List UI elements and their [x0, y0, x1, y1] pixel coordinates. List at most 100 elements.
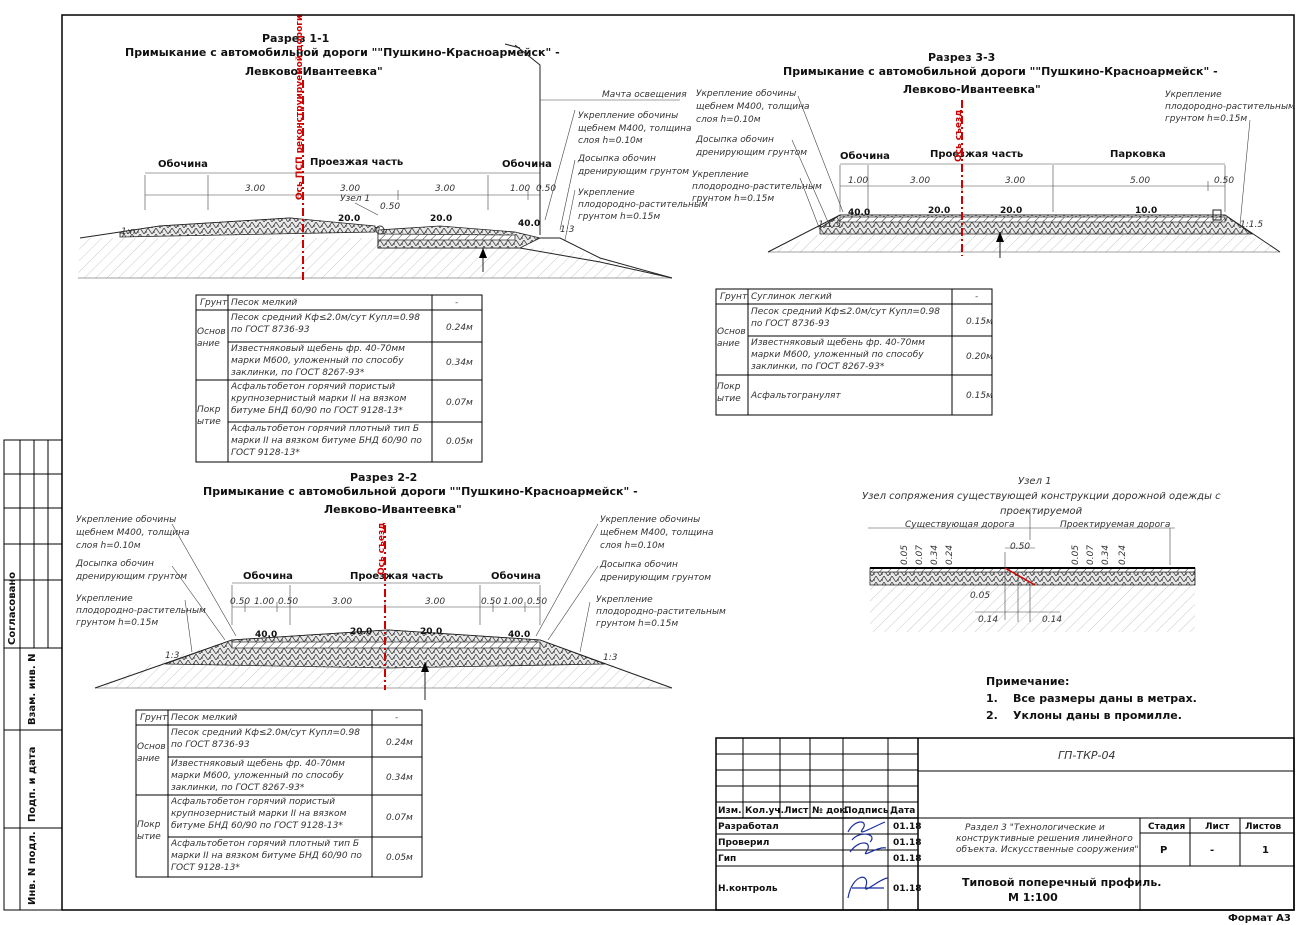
t1-value-2: 0.34м [446, 358, 473, 368]
node1-v2: 0.07 [915, 545, 925, 565]
section11-subtitle-1: Примыкание с автомобильной дороги ""Пушк… [125, 46, 560, 59]
s11-callout-3: Укрепление [578, 188, 635, 198]
s22-axis-label: Ось съезд [377, 522, 387, 575]
notes-n2: Уклоны даны в промилле. [1013, 709, 1182, 722]
s33-c1: Укрепление обочины [696, 89, 796, 99]
node1-dim-014a: 0.14 [978, 615, 998, 625]
s22-left-c2: Досыпка обочин [75, 559, 154, 569]
stamp-h-sign: Подпись [844, 806, 889, 816]
s11-callout-2: Досыпка обочин [577, 154, 656, 164]
s22-right-c1c: слоя h=0.10м [600, 541, 665, 551]
stamp-section-2: конструктивные решения линейного [956, 834, 1133, 844]
s22-slope-13a: 1:3 [165, 651, 180, 661]
s33-shoulder: Обочина [840, 150, 890, 162]
section22-title: Разрез 2-2 [350, 471, 417, 484]
signature-3-icon [847, 876, 889, 899]
s33-slope-10: 10.0 [1135, 206, 1157, 216]
section33-title: Разрез 3-3 [928, 51, 995, 64]
light-mast [514, 44, 541, 235]
s33-slope-40: 40.0 [848, 208, 870, 218]
s22-right-c2b: дренирующим грунтом [599, 573, 711, 583]
s22-slope-20b: 20.0 [420, 627, 442, 637]
s11-node-dim: 0.50 [380, 202, 400, 212]
node1-v3: 0.34 [930, 545, 940, 565]
node-1-detail: Узел 1 Узел сопряжения существующей конс… [862, 476, 1221, 632]
t1-value-4: 0.05м [446, 437, 473, 447]
s11-slope-20a: 20.0 [338, 214, 360, 224]
s11-callout-1c: слоя h=0.10м [578, 136, 643, 146]
stamp-d2: 01.18 [893, 838, 921, 848]
s22-left-c1b: щебнем М400, толщина [76, 528, 190, 538]
section11-subtitle-2: Левково-Ивантеевка" [245, 65, 383, 78]
t2-group-1: Основание [137, 742, 166, 764]
node1-v6: 0.07 [1086, 545, 1096, 565]
stamp-sheet: - [1210, 845, 1214, 856]
section22-subtitle-1: Примыкание с автомобильной дороги ""Пушк… [203, 485, 638, 498]
s22-dim-300b: 3.00 [425, 597, 445, 607]
t2-desc-2: Известняковый щебень фр. 40-70мм марки М… [171, 759, 345, 793]
stamp-stage-h: Стадия [1148, 822, 1185, 832]
s22-right-c2: Досыпка обочин [599, 560, 678, 570]
table-2: Грунт Песок мелкий - Основание Песок сре… [135, 709, 423, 878]
section33-subtitle-2: Левково-Ивантеевка" [903, 83, 1041, 96]
s11-dim-050: 0.50 [536, 184, 556, 194]
stamp-r4: Н.контроль [718, 884, 778, 894]
t3-desc-1: Песок средний Кф≤2.0м/сут Купл=0.98 по Г… [751, 307, 940, 329]
table-3: Грунт Суглинок легкий - Основание Песок … [715, 288, 993, 416]
t1-group-3: Покрытие [197, 405, 221, 427]
t1-desc-4: Асфальтобетон горячий плотный тип Б марк… [231, 424, 422, 458]
t2-desc-1: Песок средний Кф≤2.0м/сут Купл=0.98 по Г… [171, 728, 360, 750]
node1-dim-014b: 0.14 [1042, 615, 1062, 625]
s22-left-c1: Укрепление обочины [76, 515, 176, 525]
table-1: Грунт Песок мелкий - Основание Песок сре… [195, 294, 483, 463]
s11-node-label: Узел 1 [340, 194, 370, 204]
s33-c3b: плодородно-растительным [692, 182, 822, 192]
node1-subtitle-1: Узел сопряжения существующей конструкции… [862, 491, 1221, 502]
s33-r1c: грунтом h=0.15м [1165, 114, 1247, 124]
s22-dim-100a: 1.00 [254, 597, 274, 607]
section33-subtitle-1: Примыкание с автомобильной дороги ""Пушк… [783, 65, 1218, 78]
t3-desc-0: Суглинок легкий [751, 292, 832, 302]
stamp-h-kol: Кол.уч. [745, 806, 784, 816]
s22-dim-050d: 0.50 [527, 597, 547, 607]
s11-axis-label: Ось ПСП реконструируемой дороги [295, 15, 305, 200]
s22-right-c1: Укрепление обочины [600, 515, 700, 525]
s22-right-c3c: грунтом h=0.15м [596, 619, 678, 629]
s22-dim-050b: 0.50 [278, 597, 298, 607]
s22-shoulder-left: Обочина [243, 570, 293, 582]
s22-left-c3: Укрепление [76, 594, 133, 604]
title-block: Изм. Кол.уч. Лист № док. Подпись Дата Ра… [715, 737, 1295, 911]
label-agreed: Согласовано [7, 572, 18, 645]
node1-v1: 0.05 [900, 545, 910, 565]
label-sign-date: Подп. и дата [27, 747, 38, 822]
s33-dim-300a: 3.00 [910, 176, 930, 186]
s11-callout-1: Укрепление обочины [578, 111, 678, 121]
label-inv-replace: Взам. инв. N [27, 653, 38, 725]
t2-value-1: 0.24м [386, 738, 413, 748]
s33-slope-20a: 20.0 [928, 206, 950, 216]
s11-callout-3b: плодородно-растительным [578, 200, 708, 210]
t2-desc-4: Асфальтобетон горячий плотный тип Б марк… [171, 839, 362, 873]
s33-dim-500: 5.00 [1130, 176, 1150, 186]
s11-shoulder-left: Обочина [158, 158, 208, 170]
t2-value-4: 0.05м [386, 853, 413, 863]
s22-carriageway: Проезжая часть [350, 571, 443, 582]
stamp-name-2: М 1:100 [1008, 891, 1058, 904]
s11-dim-300a: 3.00 [245, 184, 265, 194]
stamp-r2: Проверил [718, 838, 769, 848]
t2-group-3: Покрытие [137, 820, 161, 842]
t1-desc-3: Асфальтобетон горячий пористый крупнозер… [231, 382, 407, 416]
stamp-section-3: объекта. Искусственные сооружения" [956, 845, 1139, 855]
section11-title: Разрез 1-1 [262, 32, 329, 45]
stamp-r3: Гип [718, 854, 736, 864]
t3-value-1: 0.15м [966, 317, 993, 327]
node1-title: Узел 1 [1018, 476, 1052, 487]
t1-group-0: Грунт [200, 298, 228, 308]
s22-right-c3: Укрепление [596, 595, 653, 605]
s22-right-c3b: плодородно-растительным [596, 607, 726, 617]
stamp-sheets-h: Листов [1245, 822, 1282, 832]
notes-n1: Все размеры даны в метрах. [1013, 692, 1197, 705]
s11-shoulder-right: Обочина [502, 158, 552, 170]
s11-dim-300b: 3.00 [340, 184, 360, 194]
format-label: Формат А3 [1228, 913, 1291, 924]
